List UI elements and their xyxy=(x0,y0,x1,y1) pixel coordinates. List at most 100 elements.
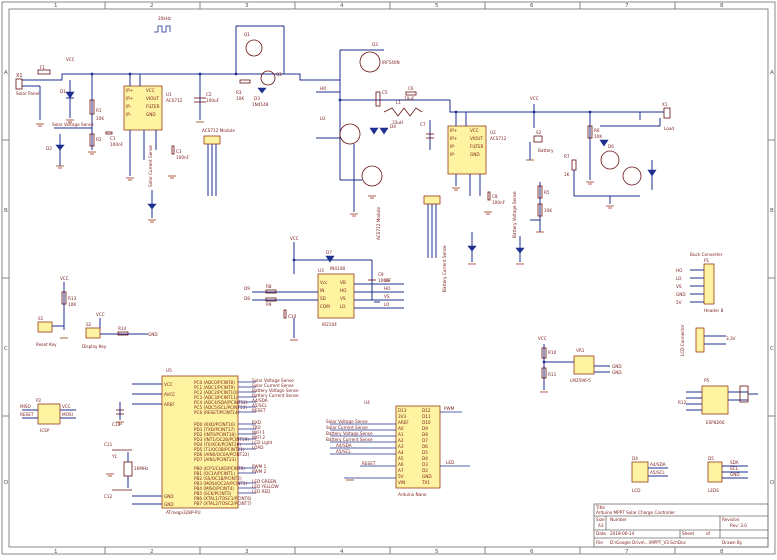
load-switch: X1 Load R6 10K D6 R7 1K xyxy=(564,102,674,209)
svg-text:GND: GND xyxy=(164,502,174,507)
svg-text:R14: R14 xyxy=(118,326,127,331)
sheet-value: of xyxy=(706,531,711,536)
svg-text:Solar Current Sense: Solar Current Sense xyxy=(326,425,368,430)
svg-text:10K: 10K xyxy=(236,96,244,101)
svg-text:PB6 (XTAL1/TOSC1/PCINT6): PB6 (XTAL1/TOSC1/PCINT6) xyxy=(194,496,252,501)
svg-text:A7: A7 xyxy=(398,468,404,473)
svg-text:VCC: VCC xyxy=(164,382,173,387)
x2-ref: X1 xyxy=(662,102,668,107)
svg-text:3.3V: 3.3V xyxy=(726,336,736,341)
zone-col-5: 5 xyxy=(435,3,439,9)
reset-key-label: Reset Key xyxy=(36,342,57,347)
mosfet-q1 xyxy=(245,39,263,57)
inductor-value: 33uH xyxy=(392,120,403,125)
svg-text:Battery Voltage Sense: Battery Voltage Sense xyxy=(326,431,373,436)
svg-text:PD5 (T1/OC0B/PCINT21): PD5 (T1/OC0B/PCINT21) xyxy=(194,447,245,452)
current-sensor-u1: IP+ VCC IP+ VIOUT IP- FILTER IP- GND U1 … xyxy=(123,74,190,223)
svg-text:D8: D8 xyxy=(244,296,250,301)
buck-header-title: Buck Converter xyxy=(690,252,723,257)
zone-col-5-bottom: 5 xyxy=(435,549,439,555)
gate-driver-u3: VCC D7 IN4148 C9 100nF U3 Vcc VB IN HO S… xyxy=(244,236,404,341)
svg-text:100nF: 100nF xyxy=(176,155,190,160)
svg-text:5V: 5V xyxy=(676,300,682,305)
buck-power-stage: Q3 IRF540N LO HO L1 33uH C5 C6 10uF D4 C… xyxy=(316,42,450,217)
zone-row-a: A xyxy=(4,70,8,76)
svg-text:LOAD: LOAD xyxy=(252,445,264,450)
svg-text:PD6 (AIN0/OC0A/PCINT22): PD6 (AIN0/OC0A/PCINT22) xyxy=(194,452,250,457)
mosfet-q4 xyxy=(339,123,361,145)
output-section: VCC S2 Battery xyxy=(449,96,641,161)
led-ref: D5 xyxy=(708,456,714,461)
zone-row-a-right: A xyxy=(770,70,774,76)
u3-part: IR2104 xyxy=(322,322,337,327)
svg-text:R13: R13 xyxy=(68,296,77,301)
svg-text:PWM 1: PWM 1 xyxy=(252,464,267,469)
svg-text:VCC: VCC xyxy=(290,236,299,241)
u2-ref: U2 xyxy=(490,130,496,135)
svg-text:D7: D7 xyxy=(422,438,428,443)
svg-text:MOSI: MOSI xyxy=(62,412,73,417)
inductor-l1 xyxy=(383,107,423,117)
svg-text:PB3 (MOSI/OC2A/PCINT3): PB3 (MOSI/OC2A/PCINT3) xyxy=(194,481,247,486)
zone-row-b: B xyxy=(4,208,8,214)
svg-text:FILTER: FILTER xyxy=(470,144,484,149)
svg-text:100nF: 100nF xyxy=(492,200,506,205)
svg-text:GND: GND xyxy=(146,112,156,117)
u3-ref: U3 xyxy=(318,268,324,273)
svg-text:D1: D1 xyxy=(60,89,66,94)
svg-text:VCC: VCC xyxy=(146,88,155,93)
svg-text:VIOUT: VIOUT xyxy=(470,136,483,141)
svg-text:D3: D3 xyxy=(254,96,260,101)
svg-text:R11: R11 xyxy=(548,372,557,377)
svg-text:LCD Light: LCD Light xyxy=(252,440,273,445)
svg-text:Solar Voltage Sense: Solar Voltage Sense xyxy=(326,419,368,424)
zone-row-c-right: C xyxy=(770,346,774,352)
battery-label: Battery xyxy=(538,148,554,153)
solar-panel-connector xyxy=(15,78,23,90)
svg-text:R12: R12 xyxy=(678,400,687,405)
title-label: Title xyxy=(595,505,605,510)
svg-text:D11: D11 xyxy=(422,414,431,419)
svg-text:R2: R2 xyxy=(96,137,102,142)
svg-text:A4: A4 xyxy=(398,450,404,455)
crystal-y1 xyxy=(123,461,133,477)
svg-text:PWM: PWM xyxy=(444,406,455,411)
svg-text:MISO: MISO xyxy=(20,404,32,409)
svg-text:D10: D10 xyxy=(422,420,431,425)
zone-col-4: 4 xyxy=(340,3,344,9)
svg-text:PB4 (MISO/PCINT4): PB4 (MISO/PCINT4) xyxy=(194,486,234,491)
svg-text:HO: HO xyxy=(340,288,347,293)
zone-col-7: 7 xyxy=(625,3,629,9)
svg-text:D7: D7 xyxy=(326,250,332,255)
svg-text:D8: D8 xyxy=(422,432,428,437)
svg-text:Battery Voltage Sense: Battery Voltage Sense xyxy=(252,388,299,393)
svg-text:A4/SDA: A4/SDA xyxy=(650,462,666,467)
x1-ref: X1 xyxy=(16,73,23,79)
number-label: Number xyxy=(610,517,627,522)
s2-ref: S2 xyxy=(536,130,542,135)
svg-text:D6: D6 xyxy=(422,444,428,449)
svg-text:LO: LO xyxy=(384,302,390,307)
svg-text:WIFI 2: WIFI 2 xyxy=(252,435,265,440)
svg-text:A5/SCL: A5/SCL xyxy=(252,403,268,408)
display-key-label: Display Key xyxy=(82,344,107,349)
svg-text:SD: SD xyxy=(320,296,326,301)
svg-text:VB: VB xyxy=(340,280,346,285)
svg-text:VIN: VIN xyxy=(398,480,405,485)
svg-text:R10: R10 xyxy=(548,350,557,355)
svg-text:VS: VS xyxy=(384,294,390,299)
svg-text:C3: C3 xyxy=(176,149,182,154)
zone-row-b-right: B xyxy=(770,208,774,214)
icsp-header: P2 ICSP MISO RESET VCC MOSI xyxy=(20,398,76,433)
svg-text:5V: 5V xyxy=(398,474,404,479)
svg-text:Solar Current Sense: Solar Current Sense xyxy=(252,383,294,388)
icsp-ref: P2 xyxy=(36,398,42,403)
svg-text:VIOUT: VIOUT xyxy=(146,96,159,101)
svg-text:C10: C10 xyxy=(288,314,297,319)
svg-text:AVCC: AVCC xyxy=(164,392,175,397)
svg-text:TXD: TXD xyxy=(251,425,261,430)
date-value: 2018-06-14 xyxy=(610,531,635,536)
svg-text:R9: R9 xyxy=(266,302,272,307)
zone-col-4-bottom: 4 xyxy=(340,549,344,555)
